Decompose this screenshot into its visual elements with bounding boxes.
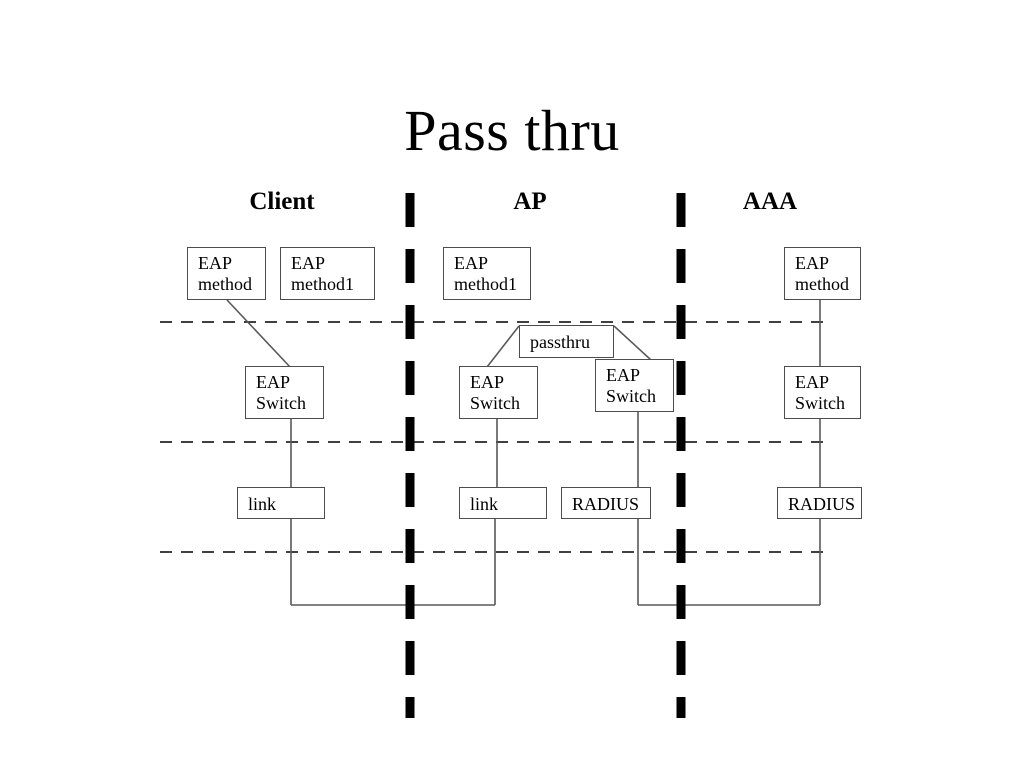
wire-passthru-to-ap-switch-right	[613, 325, 652, 361]
box-aaa-radius[interactable]: RADIUS	[777, 487, 862, 519]
column-header-ap: AP	[513, 188, 547, 215]
box-aaa-eap-method[interactable]: EAP method	[784, 247, 861, 300]
box-ap-eap-switch-right[interactable]: EAP Switch	[595, 359, 674, 412]
box-client-link[interactable]: link	[237, 487, 325, 519]
box-ap-radius[interactable]: RADIUS	[561, 487, 651, 519]
column-header-client: Client	[249, 188, 315, 215]
page-title: Pass thru	[404, 98, 620, 163]
box-ap-eap-switch-left[interactable]: EAP Switch	[459, 366, 538, 419]
box-aaa-eap-switch[interactable]: EAP Switch	[784, 366, 861, 419]
box-passthru[interactable]: passthru	[519, 325, 614, 358]
box-client-eap-method1[interactable]: EAP method1	[280, 247, 375, 300]
wire-passthru-to-ap-switch-left	[486, 325, 520, 368]
wire-client-method-to-switch	[226, 299, 292, 369]
box-ap-eap-method1[interactable]: EAP method1	[443, 247, 531, 300]
column-header-aaa: AAA	[742, 188, 798, 215]
box-client-eap-method[interactable]: EAP method	[187, 247, 266, 300]
box-client-eap-switch[interactable]: EAP Switch	[245, 366, 324, 419]
box-ap-link[interactable]: link	[459, 487, 547, 519]
